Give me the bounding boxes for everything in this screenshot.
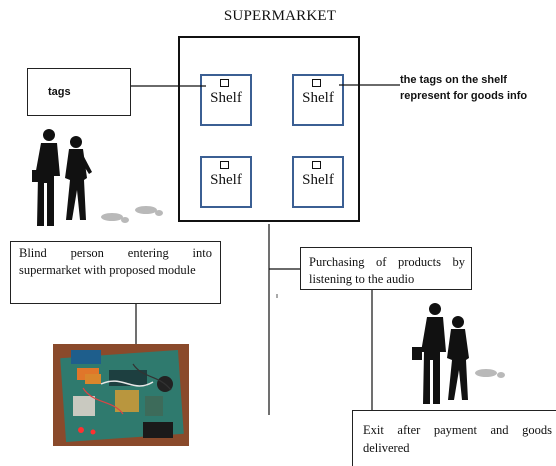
purchase-note-box: Purchasing of products by listening to t… <box>300 247 472 290</box>
shelf-top-right: Shelf <box>292 74 344 126</box>
shelf-tag-marker <box>220 161 229 169</box>
shelf-tags-note-line: represent for goods info <box>400 90 528 102</box>
diagram-title: SUPERMARKET <box>223 8 337 24</box>
circuit-board-photo <box>53 344 189 446</box>
exit-note-box: Exit after payment and goods delivered <box>352 410 556 466</box>
shelf-label: Shelf <box>302 90 334 106</box>
footprints-icon <box>475 369 505 378</box>
shelf-bottom-left: Shelf <box>200 156 252 208</box>
shelf-label: Shelf <box>302 172 334 188</box>
shelf-bottom-right: Shelf <box>292 156 344 208</box>
supermarket-boundary: Shelf Shelf Shelf Shelf <box>178 36 360 222</box>
walking-couple-icon <box>32 129 92 226</box>
shelf-tag-marker <box>312 79 321 87</box>
tags-box: tags <box>27 68 131 116</box>
blind-person-note-box: Blind person entering into supermarket w… <box>10 241 221 304</box>
shelf-tags-note: the tags on the shelf represent for good… <box>400 72 550 104</box>
tags-label: tags <box>48 86 71 98</box>
footprints-icon <box>101 206 163 223</box>
shelf-top-left: Shelf <box>200 74 252 126</box>
shelf-tags-note-line: the tags on the shelf <box>400 74 507 86</box>
shelf-label: Shelf <box>210 172 242 188</box>
walking-couple-icon <box>412 303 469 404</box>
shelf-tag-marker <box>312 161 321 169</box>
shelf-tag-marker <box>220 79 229 87</box>
shelf-label: Shelf <box>210 90 242 106</box>
circuit-board-photo-art <box>53 344 189 446</box>
